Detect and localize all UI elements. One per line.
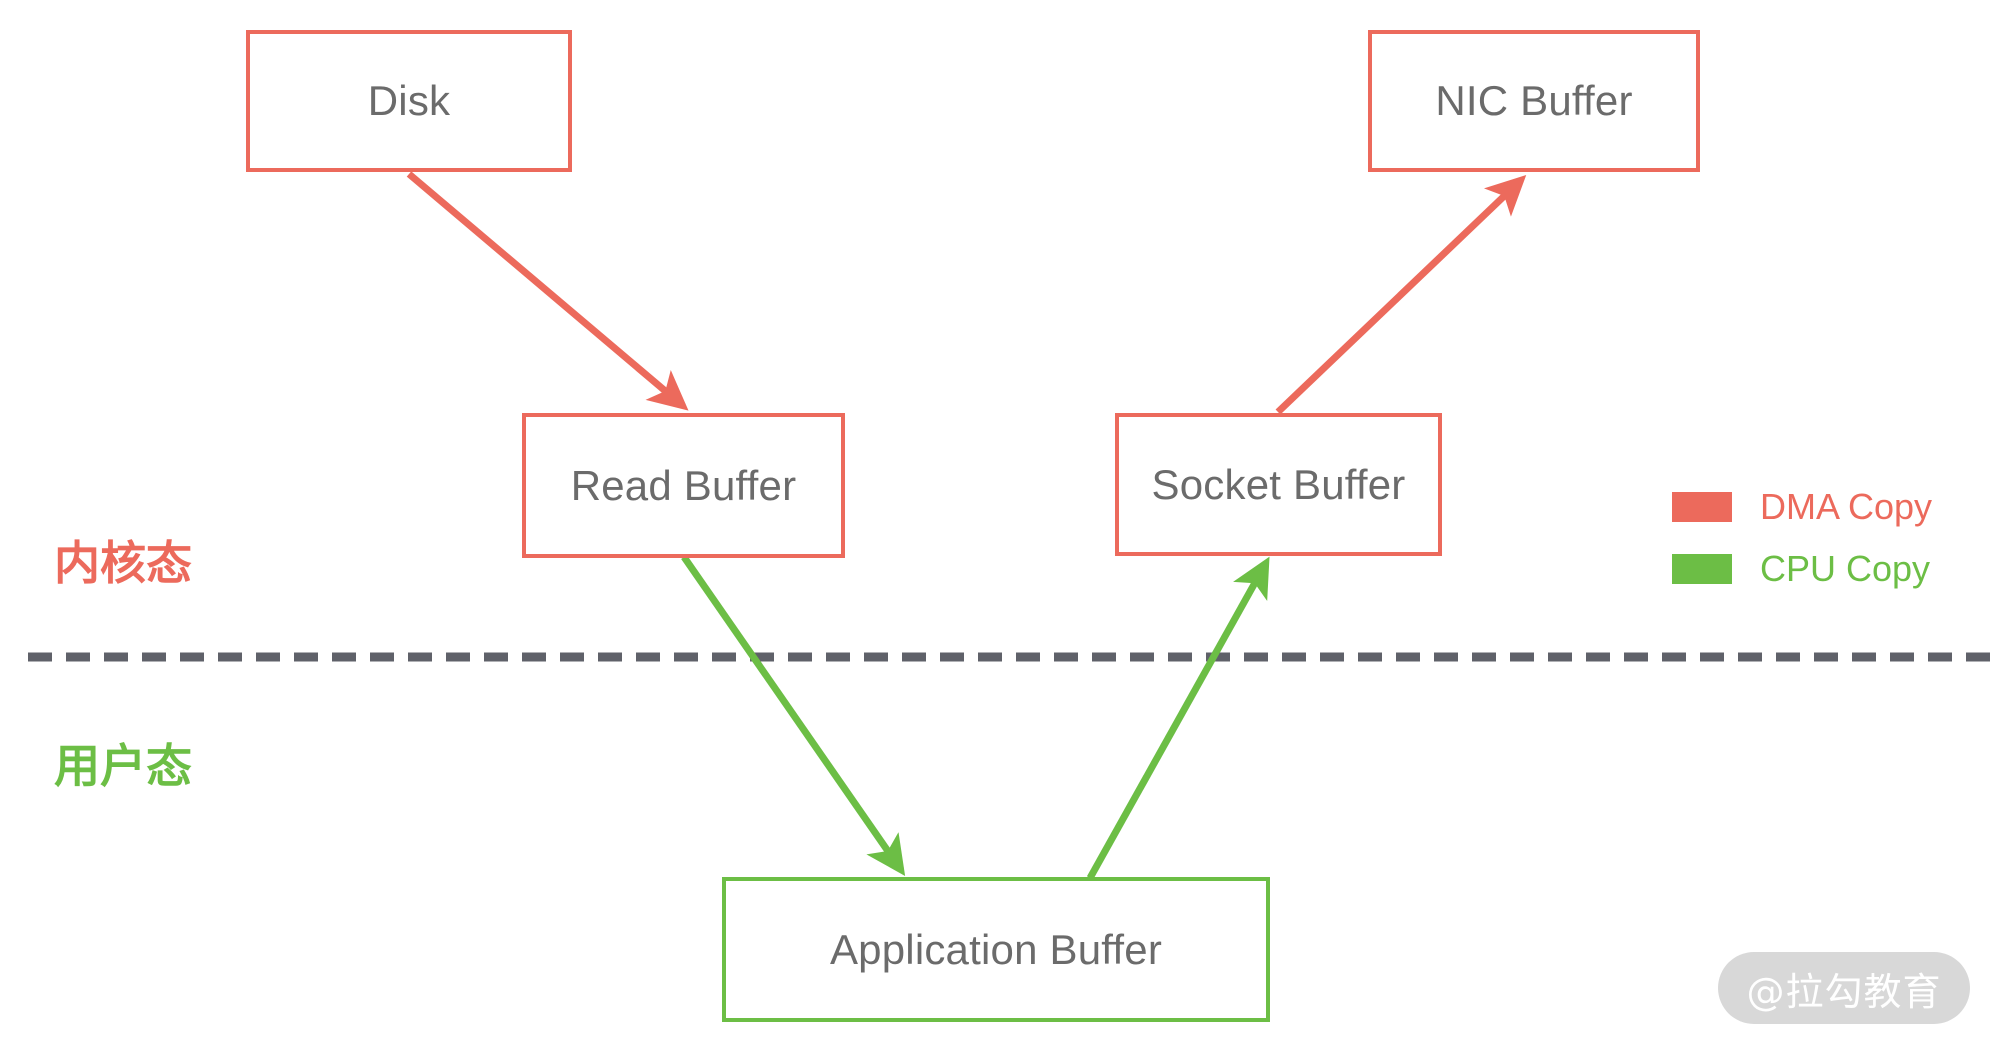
node-socket-buffer-label: Socket Buffer — [1151, 460, 1406, 508]
node-application-buffer[interactable]: Application Buffer — [722, 877, 1270, 1022]
kernel-mode-label: 内核态 — [54, 536, 192, 590]
node-read-buffer-label: Read Buffer — [570, 461, 797, 509]
legend-swatch-dma-icon — [1672, 492, 1732, 522]
watermark-badge: @拉勾教育 — [1718, 952, 1970, 1024]
watermark-text: @拉勾教育 — [1746, 969, 1942, 1014]
node-disk[interactable]: Disk — [246, 30, 572, 172]
node-nic-buffer[interactable]: NIC Buffer — [1368, 30, 1700, 172]
node-socket-buffer[interactable]: Socket Buffer — [1115, 413, 1442, 556]
edge-disk-to-read — [406, 171, 689, 411]
legend: DMA Copy CPU Copy — [1672, 476, 1992, 600]
user-mode-label: 用户态 — [54, 739, 192, 793]
node-read-buffer[interactable]: Read Buffer — [522, 413, 845, 558]
edge-socket-to-nic — [1275, 175, 1527, 415]
legend-swatch-cpu-icon — [1672, 554, 1732, 584]
node-application-buffer-label: Application Buffer — [829, 925, 1163, 973]
node-nic-buffer-label: NIC Buffer — [1435, 77, 1633, 124]
legend-label-dma-copy: DMA Copy — [1760, 486, 1933, 527]
edge-app-to-socket — [1086, 556, 1270, 880]
legend-item-cpu-copy: CPU Copy — [1672, 538, 1992, 600]
edge-read-to-app — [681, 555, 906, 876]
legend-item-dma-copy: DMA Copy — [1672, 476, 1992, 538]
legend-label-cpu-copy: CPU Copy — [1760, 548, 1931, 589]
node-disk-label: Disk — [367, 77, 451, 124]
